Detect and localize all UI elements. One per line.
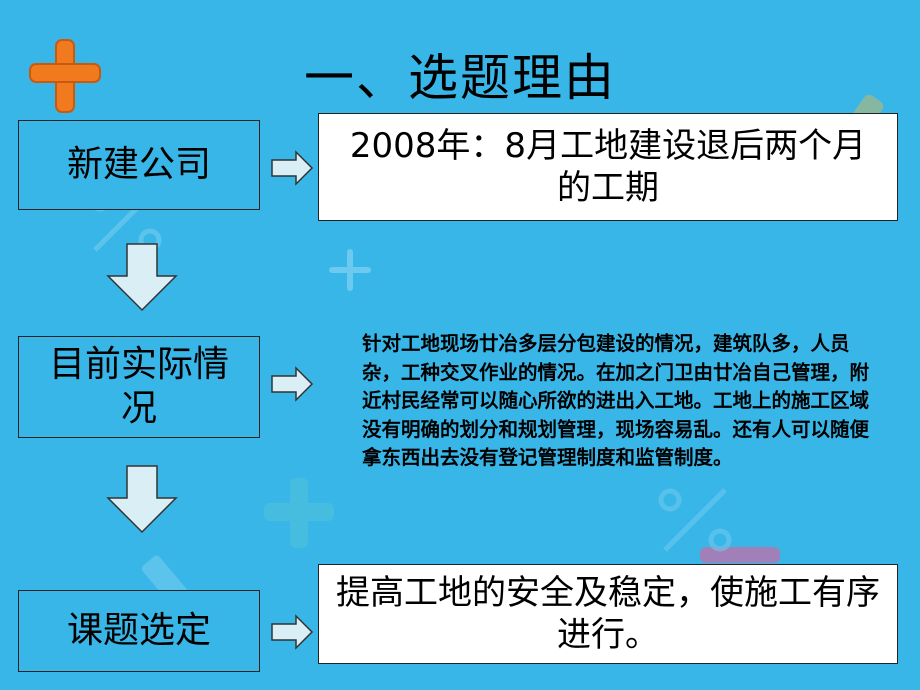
situation-description: 针对工地现场廿冶多层分包建设的情况，建筑队多，人员杂，工种交叉作业的情况。在加之…: [362, 332, 870, 469]
row-content: 2008年：8月工地建设退后两个月的工期: [349, 126, 867, 208]
right-arrow-icon: [271, 150, 314, 186]
content-box-goal: 提高工地的安全及稳定，使施工有序进行。: [318, 564, 898, 664]
right-arrow-icon: [271, 366, 314, 402]
row-content: 提高工地的安全及稳定，使施工有序进行。: [336, 573, 880, 655]
right-arrow-icon: [271, 614, 314, 650]
page-title: 一、选题理由: [304, 49, 616, 107]
row-label: 目前实际情况: [48, 344, 229, 429]
label-box-topic-selection: 课题选定: [18, 590, 260, 672]
down-arrow-icon: [106, 243, 178, 312]
row-label: 课题选定: [66, 610, 211, 651]
content-box-schedule: 2008年：8月工地建设退后两个月的工期: [318, 113, 898, 221]
down-arrow-icon: [106, 465, 178, 534]
label-box-current-situation: 目前实际情况: [18, 336, 260, 438]
row-label: 新建公司: [66, 144, 211, 185]
label-box-new-company: 新建公司: [18, 120, 260, 210]
